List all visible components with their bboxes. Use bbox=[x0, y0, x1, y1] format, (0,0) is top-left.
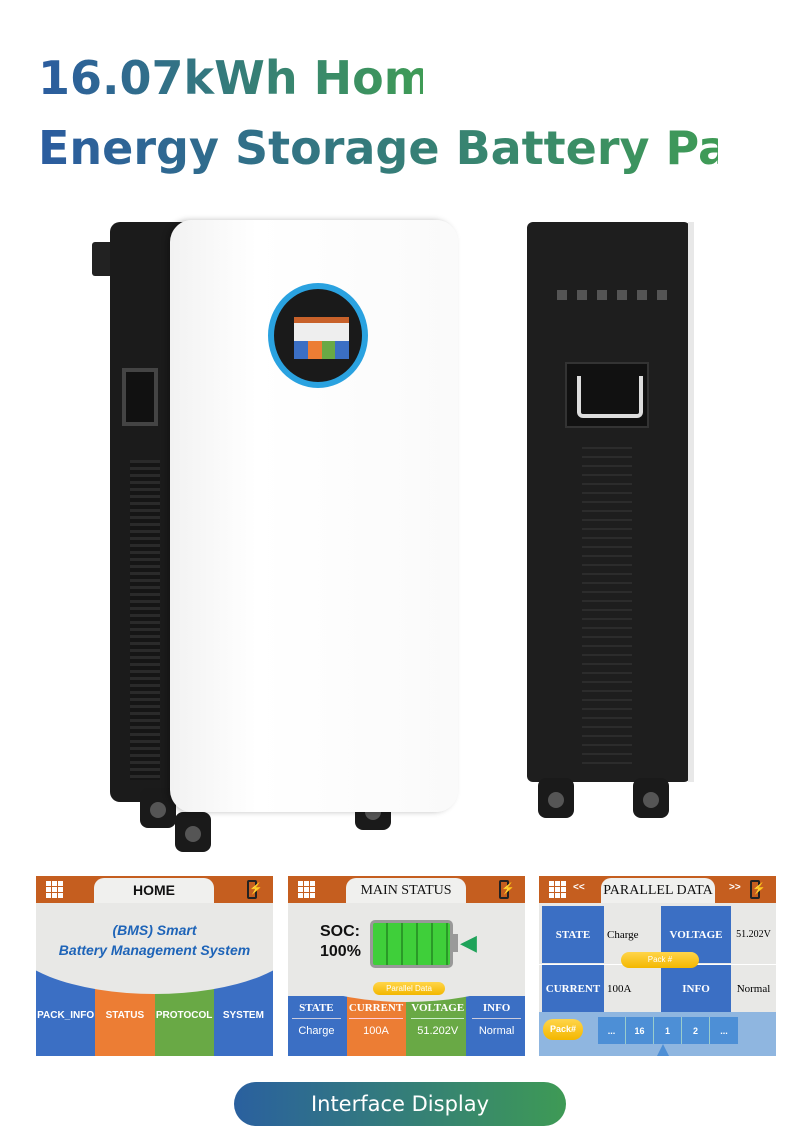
info-label: INFO bbox=[472, 1002, 521, 1019]
pack-list-item-selected[interactable]: 1 bbox=[654, 1017, 682, 1044]
screen-title: HOME bbox=[94, 878, 214, 903]
screen-title: MAIN STATUS bbox=[346, 878, 466, 903]
pack-number-pill: Pack # bbox=[621, 952, 699, 968]
bms-line-1: (BMS) Smart bbox=[112, 922, 197, 938]
screen-title: PARALLEL DATA bbox=[601, 878, 715, 903]
main-status-screen: MAIN STATUS ⚡ SOC: 100% ◀ Parallel Data … bbox=[288, 876, 525, 1056]
voltage-value: 51.202V bbox=[736, 929, 771, 940]
battery-charging-icon: ⚡ bbox=[247, 880, 263, 899]
info-value: Normal bbox=[736, 982, 771, 995]
voltage-label: VOLTAGE bbox=[411, 1002, 465, 1019]
current-value: 100A bbox=[363, 1025, 389, 1037]
battery-rear-body bbox=[527, 222, 694, 782]
bms-line-2: Battery Management System bbox=[58, 942, 251, 958]
pack-list-item[interactable]: ... bbox=[710, 1017, 738, 1044]
display-screen-ring bbox=[268, 283, 368, 388]
port-panel bbox=[557, 290, 667, 300]
pack-select-button[interactable]: Pack# bbox=[543, 1019, 583, 1040]
pack-list-item[interactable]: 16 bbox=[626, 1017, 654, 1044]
menu-grid-icon[interactable] bbox=[549, 881, 566, 898]
current-value: 100A bbox=[607, 982, 632, 995]
state-label: STATE bbox=[542, 906, 604, 963]
charging-arrow-icon: ◀ bbox=[460, 930, 477, 955]
current-label: CURRENT bbox=[542, 965, 604, 1012]
info-label: INFO bbox=[661, 965, 731, 1012]
parallel-data-screen: << PARALLEL DATA >> ⚡ STATE Charge VOLTA… bbox=[539, 876, 776, 1056]
title-line-2: Energy Storage Battery Pack bbox=[38, 121, 787, 175]
side-vents bbox=[130, 460, 160, 780]
wheel bbox=[175, 812, 211, 852]
rear-handle bbox=[565, 362, 649, 428]
current-label: CURRENT bbox=[348, 1002, 404, 1019]
prev-button[interactable]: << bbox=[573, 882, 585, 893]
state-value: Charge bbox=[298, 1025, 335, 1037]
menu-grid-icon[interactable] bbox=[46, 881, 63, 898]
side-handle bbox=[122, 368, 158, 426]
interface-display-button[interactable]: Interface Display bbox=[234, 1082, 566, 1126]
title-line-1: 16.07kWh Home bbox=[38, 51, 463, 105]
next-button[interactable]: >> bbox=[729, 882, 741, 893]
voltage-value: 51.202V bbox=[417, 1025, 459, 1037]
pack-list-item[interactable]: ... bbox=[598, 1017, 626, 1044]
info-value: Normal bbox=[478, 1025, 515, 1037]
wheel bbox=[633, 778, 669, 818]
rear-vents bbox=[582, 447, 632, 767]
battery-charging-icon: ⚡ bbox=[499, 880, 515, 899]
parallel-data-button[interactable]: Parallel Data bbox=[373, 982, 445, 995]
mini-display bbox=[294, 317, 349, 359]
state-value: Charge bbox=[607, 928, 639, 941]
wheel bbox=[538, 778, 574, 818]
pack-list-item[interactable]: 2 bbox=[682, 1017, 710, 1044]
menu-grid-icon[interactable] bbox=[298, 881, 315, 898]
selection-pointer-icon bbox=[657, 1044, 669, 1056]
soc-value: 100% bbox=[320, 943, 361, 960]
state-label: STATE bbox=[292, 1002, 341, 1019]
home-screen: PACK_INFO STATUS PROTOCOL SYSTEM HOME ⚡ … bbox=[36, 876, 273, 1056]
soc-label: SOC: bbox=[320, 923, 360, 940]
battery-charging-icon: ⚡ bbox=[750, 880, 766, 899]
battery-level-icon bbox=[370, 920, 453, 968]
